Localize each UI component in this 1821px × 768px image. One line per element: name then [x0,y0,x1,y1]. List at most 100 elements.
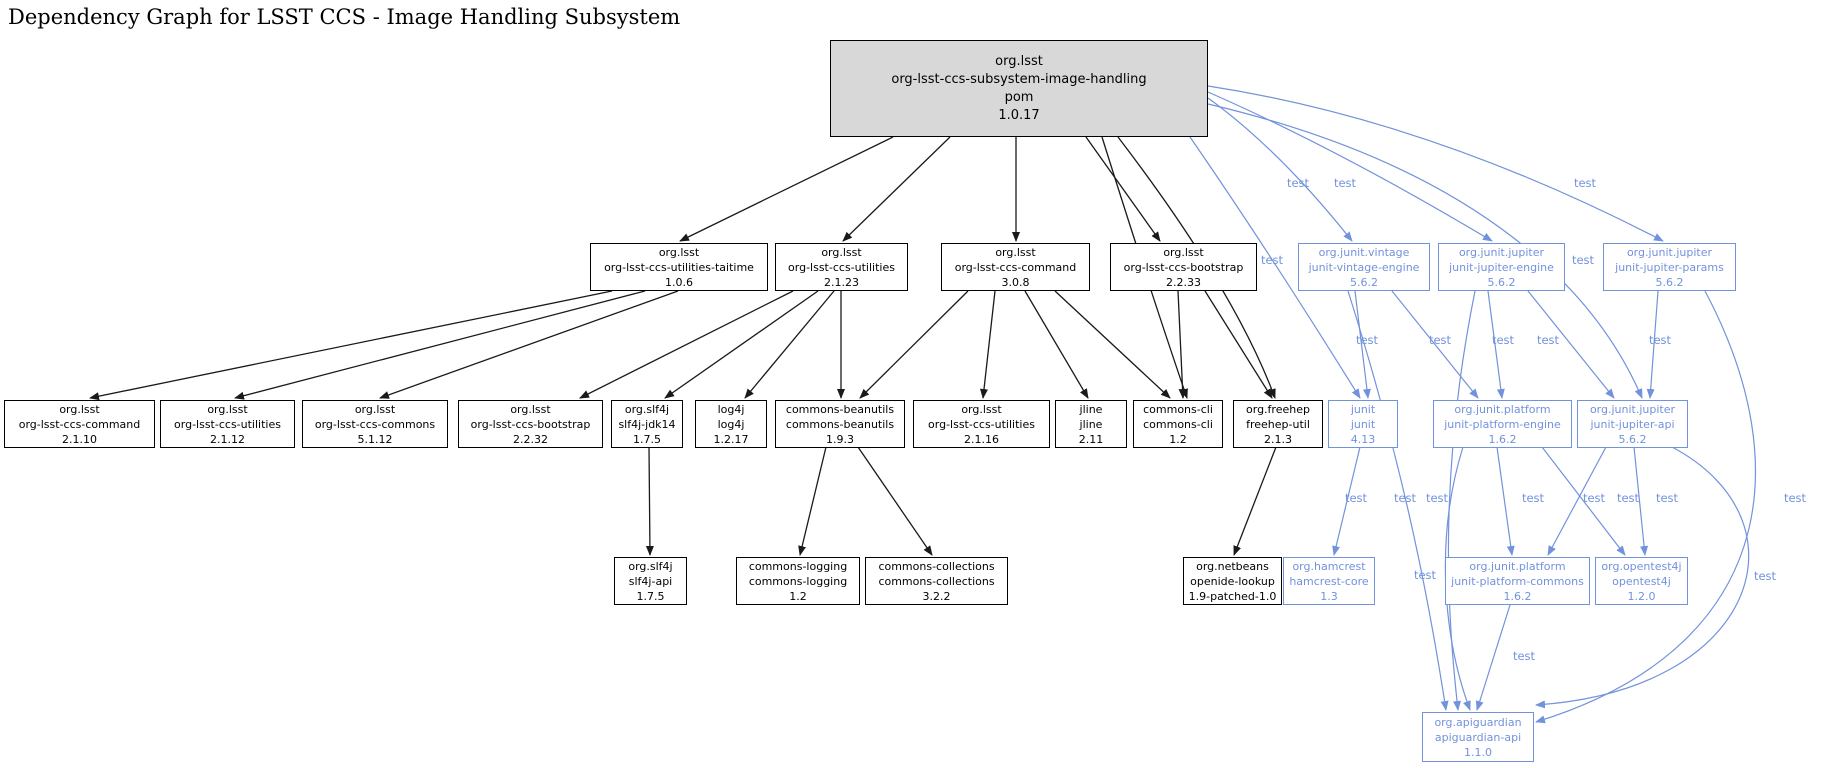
node-beanutils-line-2: 1.9.3 [826,432,854,446]
edge-label-test-pengine-pcommons: test [1522,491,1545,505]
edge-junit-hamcrest [1332,446,1361,556]
node-params-line-0: org.junit.jupiter [1626,245,1713,259]
edge-label-test-japi-opentest: test [1656,491,1679,505]
node-junit-line-0: junit [1350,402,1376,416]
node-cli-line-2: 1.2 [1169,432,1187,446]
edge-label-test-root-junit: test [1261,253,1284,267]
node-vintage-line-1: junit-vintage-engine [1308,260,1420,274]
node-boot33-line-1: org-lsst-ccs-bootstrap [1123,260,1244,274]
edge-taitime-commons5112 [379,290,679,399]
edge-japi-apiguardian [1535,446,1750,709]
node-cmd308-line-0: org.lsst [995,245,1036,259]
node-junit-line-2: 4.13 [1350,432,1376,446]
node-util2112-line-2: 2.1.12 [210,432,245,446]
edge-beanutils-logging [798,446,827,556]
edge-taitime-cmd2110 [89,290,613,401]
node-root-line-1: org-lsst-ccs-subsystem-image-handling [891,71,1147,87]
edge-label-test-vintage-apiguardian: test [1394,491,1417,505]
node-slf4j14-line-0: org.slf4j [624,402,670,416]
node-hamcrest-line-2: 1.3 [1320,589,1338,603]
node-boot2232-line-0: org.lsst [510,402,551,416]
graph-node-root: org.lsst org-lsst-ccs-subsystem-image-han… [830,40,1208,137]
node-openide-line-0: org.netbeans [1196,559,1269,573]
edge-label-test-junit-hamcrest: test [1345,491,1368,505]
edge-vintage-pengine [1391,290,1479,399]
node-slf4japi-line-0: org.slf4j [628,559,673,573]
node-vintage-line-0: org.junit.vintage [1318,245,1410,259]
node-root-line-3: 1.0.17 [998,107,1040,123]
edge-params-apiguardian [1535,290,1757,724]
node-util23-line-0: org.lsst [821,245,862,259]
graph-title: Dependency Graph for LSST CCS - Image Ha… [8,5,681,29]
node-params-line-1: junit-jupiter-params [1615,260,1724,274]
node-slf4japi-line-1: slf4j-api [628,574,673,588]
node-pengine-line-1: junit-platform-engine [1444,417,1561,431]
edge-cmd308-cli [1054,290,1171,399]
node-taitime-line-1: org-lsst-ccs-utilities-taitime [604,260,754,274]
node-log4j-line-2: 1.2.17 [713,432,749,446]
node-util2116-line-0: org.lsst [961,402,1002,416]
edge-label-test-pengine-opentest: test [1617,491,1640,505]
edge-root-jengine [1207,91,1493,242]
node-pengine-line-2: 1.6.2 [1488,432,1517,446]
node-apiguardian-line-1: apiguardian-api [1434,730,1522,744]
node-jline-line-2: 2.11 [1078,432,1104,446]
node-freehep-line-2: 2.1.3 [1264,432,1292,446]
edge-label-test-japi-apiguardian: test [1784,491,1807,505]
node-pengine-line-0: org.junit.platform [1454,402,1551,416]
node-pcommons-line-1: junit-platform-commons [1451,574,1584,588]
node-slf4j14-line-1: slf4j-jdk14 [618,417,676,431]
node-boot2232-line-1: org-lsst-ccs-bootstrap [470,417,591,431]
node-cmd2110-line-2: 2.1.10 [62,432,97,446]
node-root-line-0: org.lsst [995,53,1043,69]
edge-label-test-params-japi: test [1649,333,1672,347]
node-boot2232-line-2: 2.2.32 [513,432,548,446]
edge-jengine-apiguardian [1447,290,1476,711]
edge-root-boot33 [1085,136,1161,242]
node-hamcrest-line-1: hamcrest-core [1289,574,1369,588]
node-opentest-line-0: org.opentest4j [1601,559,1682,573]
edge-label-test-japi-pcommons: test [1583,491,1606,505]
node-apiguardian-line-0: org.apiguardian [1434,715,1522,729]
edge-cmd308-util2116 [980,290,996,399]
node-util2116-line-1: org-lsst-ccs-utilities [928,417,1035,431]
node-japi-line-2: 5.6.2 [1618,432,1647,446]
node-jengine-line-1: junit-jupiter-engine [1449,260,1554,274]
node-beanutils-line-1: commons-beanutils [785,417,895,431]
node-taitime-line-0: org.lsst [658,245,700,259]
edge-cmd308-jline [1024,290,1089,399]
node-freehep-line-0: org.freehep [1246,402,1310,416]
node-junit-line-1: junit [1350,417,1376,431]
edge-root-vintage [1207,97,1353,242]
node-util23-line-1: org-lsst-ccs-utilities [788,260,895,274]
node-cli-line-1: commons-cli [1143,417,1213,431]
node-commons5112-line-2: 5.1.12 [357,432,393,446]
edge-root-taitime [679,136,894,242]
edge-root-params [1207,85,1664,242]
edge-label-test-root-jengine: test [1334,176,1357,190]
edge-vintage-junit [1354,290,1371,399]
node-japi-line-1: junit-jupiter-api [1590,417,1675,431]
edge-pcommons-apiguardian [1475,604,1511,711]
node-collections-line-2: 3.2.2 [922,589,951,603]
node-cmd308-line-1: org-lsst-ccs-command [954,260,1077,274]
node-cmd308-line-2: 3.0.8 [1001,275,1030,289]
edge-label-test-vintage-pengine: test [1429,333,1452,347]
edge-root-junit [1189,136,1361,399]
